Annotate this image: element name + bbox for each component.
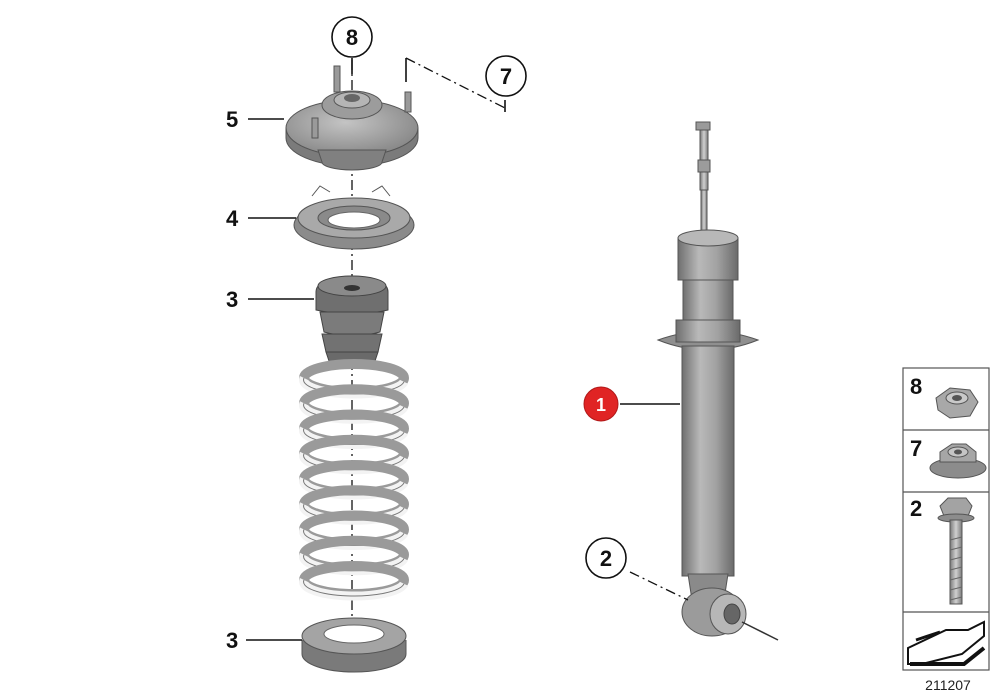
legend-number-7: 7 xyxy=(910,436,922,461)
callout-label-8: 8 xyxy=(346,25,358,50)
upper-spring-pad xyxy=(293,185,415,250)
callout-label-2: 2 xyxy=(600,546,612,571)
legend-row-8[interactable]: 8 xyxy=(910,374,979,419)
shock-absorber xyxy=(656,121,779,641)
arrow-icon xyxy=(907,620,986,666)
callout-7: 7 xyxy=(485,55,527,97)
legend-row-7[interactable]: 7 xyxy=(910,436,987,479)
callout-3: 3 xyxy=(226,628,238,653)
bump-stop xyxy=(315,275,389,368)
coil-spring xyxy=(299,359,409,601)
callout-label-6: 5 xyxy=(226,107,238,132)
callout-5: 3 xyxy=(226,287,238,312)
callout-2: 2 xyxy=(585,537,627,579)
leader-lines xyxy=(246,57,689,641)
callout-label-1: 1 xyxy=(596,395,606,415)
strut-mount xyxy=(285,65,419,171)
callout-4: 4 xyxy=(226,206,239,231)
callout-label-5: 3 xyxy=(226,287,238,312)
lower-spring-pad xyxy=(301,617,407,673)
legend-number-8: 8 xyxy=(910,374,922,399)
callout-label-4: 4 xyxy=(226,206,239,231)
bolt-icon xyxy=(937,497,975,605)
legend-row-2[interactable]: 2 xyxy=(910,496,975,605)
legend-number-2: 2 xyxy=(910,496,922,521)
callout-1[interactable]: 1 xyxy=(583,386,619,422)
callout-label-3: 3 xyxy=(226,628,238,653)
diagram-id-number: 211207 xyxy=(925,677,971,693)
flange-nut-icon xyxy=(929,443,987,479)
spring-coil-edge xyxy=(303,579,405,597)
hex-nut-icon xyxy=(935,387,979,419)
legend-row-arrow xyxy=(907,620,986,666)
spring-coil-front xyxy=(299,578,409,601)
fastener-legend: 8 7 2 xyxy=(902,367,990,671)
callout-label-7: 7 xyxy=(500,64,512,89)
callout-6: 5 xyxy=(226,107,238,132)
callout-8: 8 xyxy=(331,16,373,58)
